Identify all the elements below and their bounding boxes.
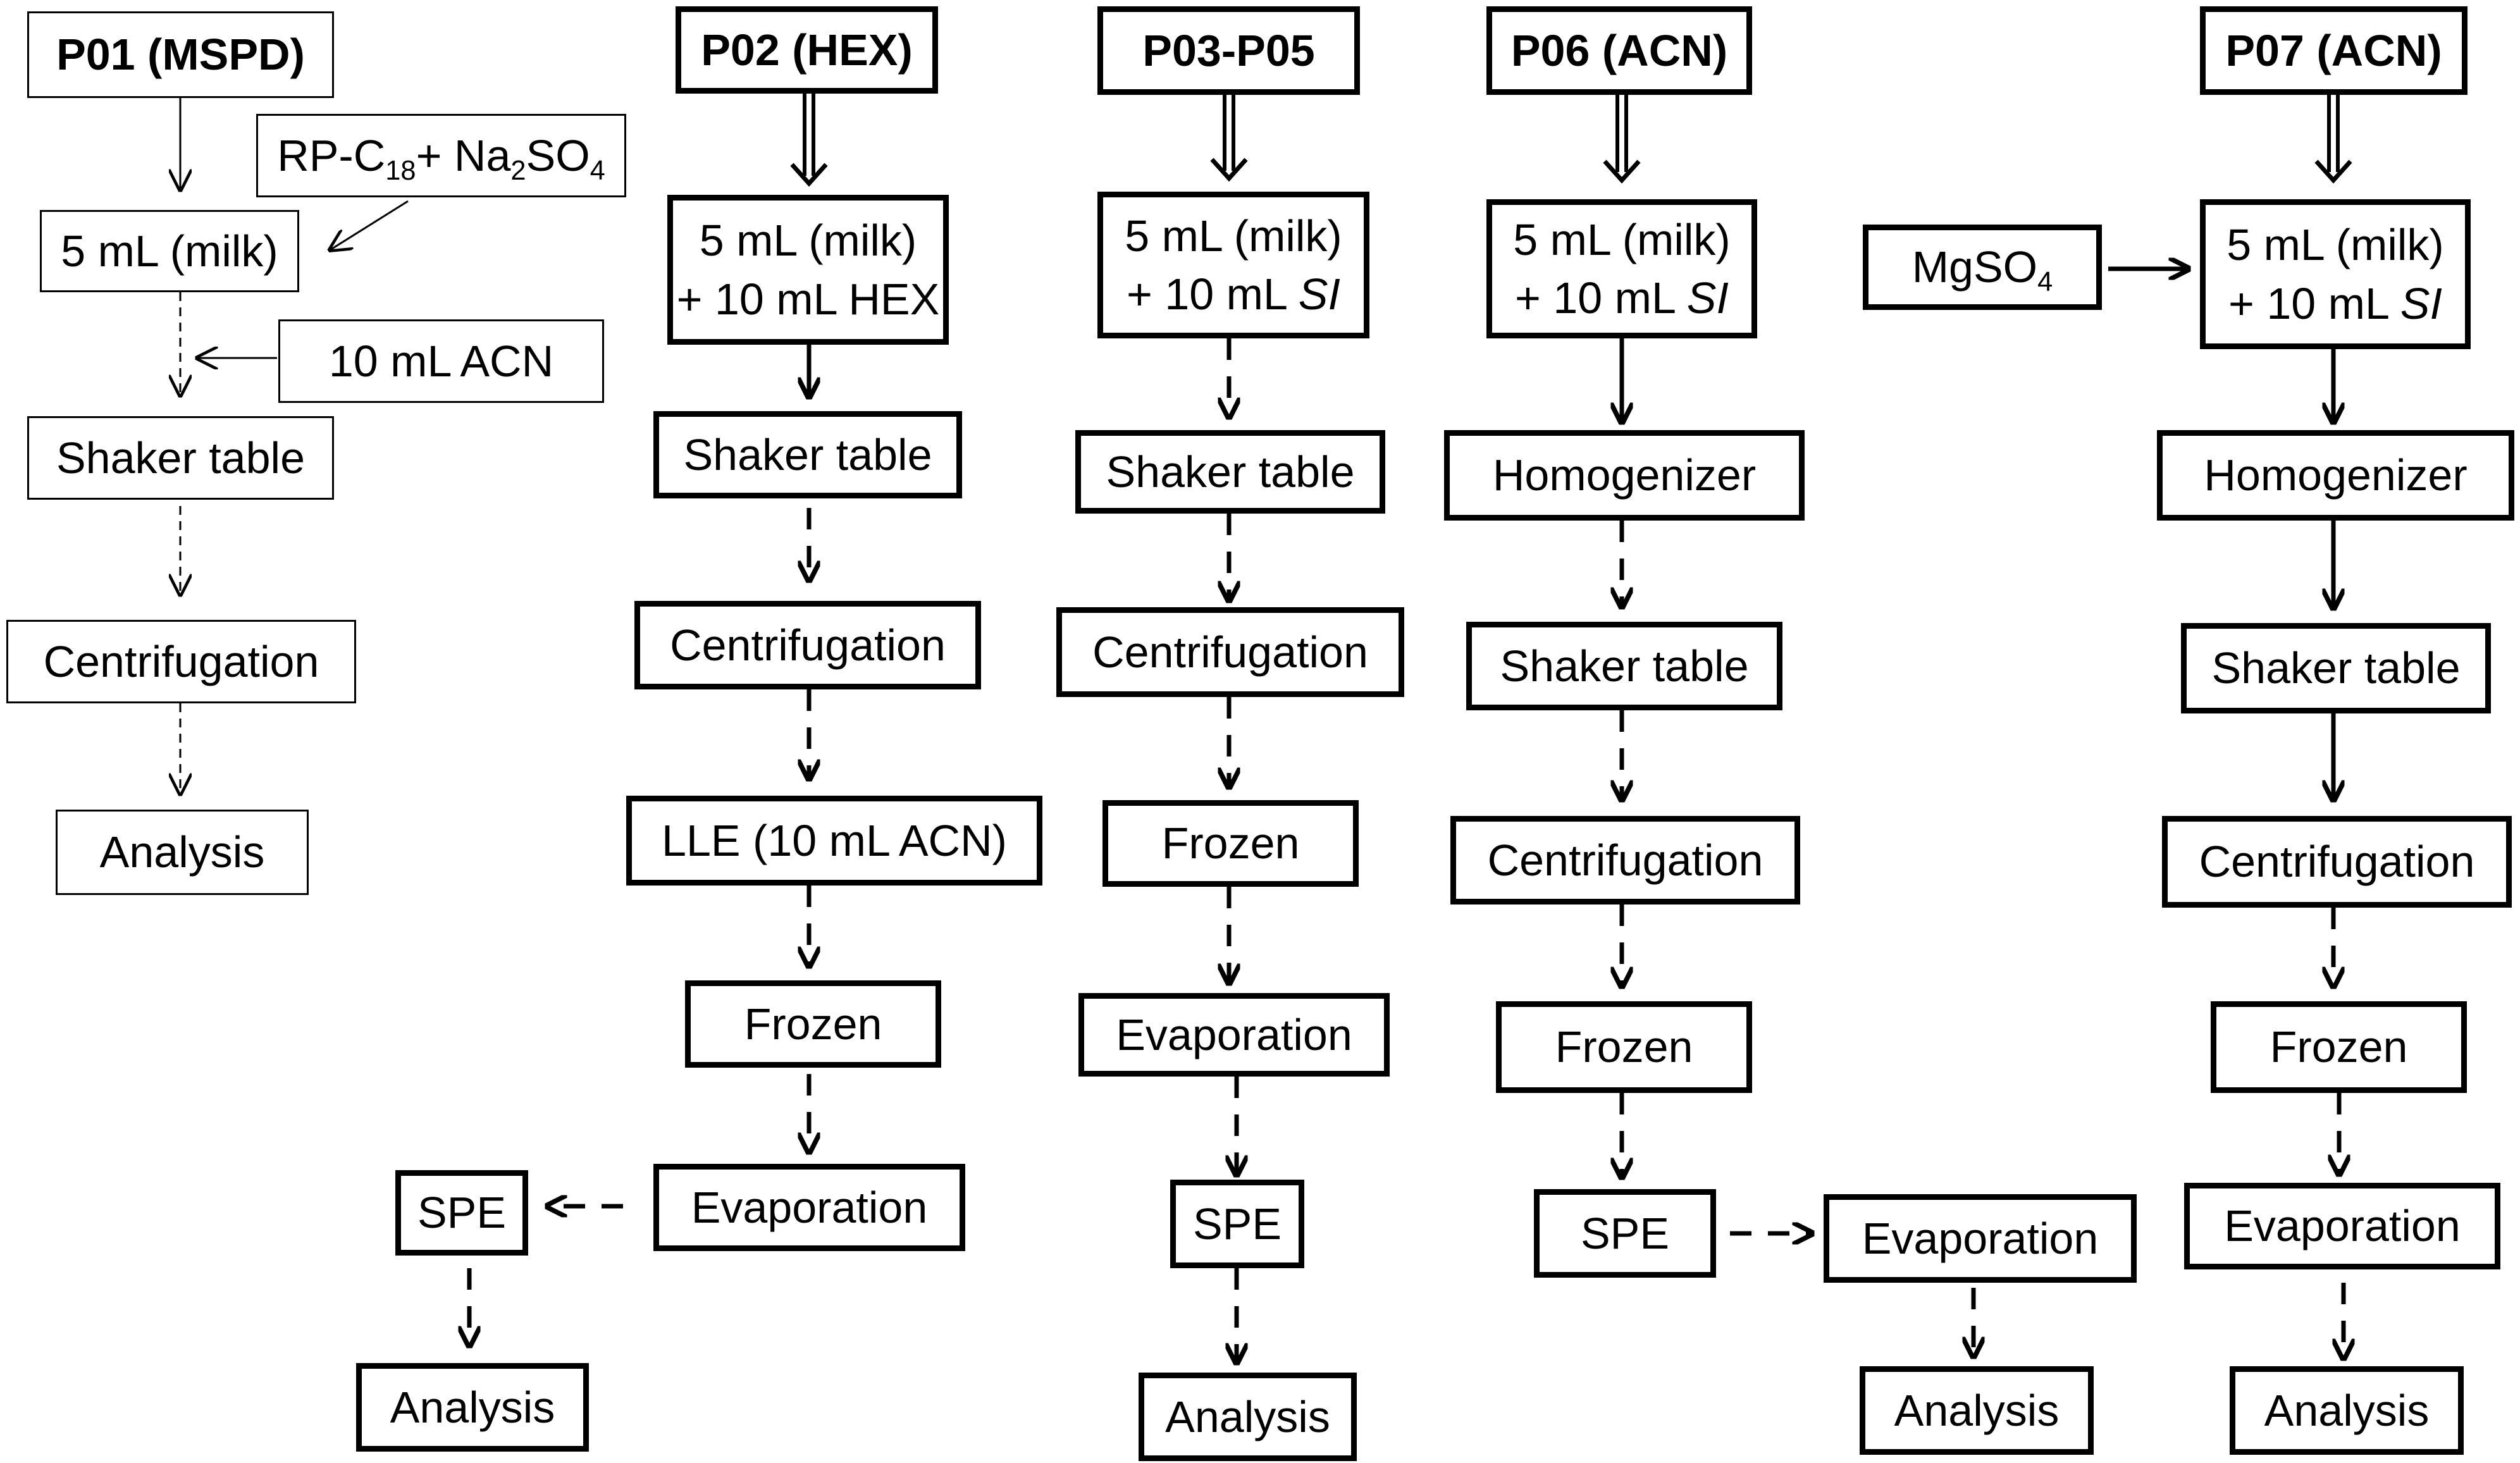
p01-shaker-table-box: Shaker table xyxy=(27,416,334,500)
p03-evaporation-label: Evaporation xyxy=(1116,1009,1352,1059)
p03-shaker-table-box: Shaker table xyxy=(1075,430,1385,514)
p02-analysis-box: Analysis xyxy=(356,1363,589,1452)
p06-homogenizer-label: Homogenizer xyxy=(1492,450,1757,500)
p06-homogenizer-box: Homogenizer xyxy=(1444,430,1805,521)
p06-frozen-box: Frozen xyxy=(1496,1001,1752,1093)
p02-spe-label: SPE xyxy=(417,1188,507,1238)
p06-spe-box: SPE xyxy=(1534,1189,1716,1278)
p06-frozen-label: Frozen xyxy=(1555,1022,1693,1072)
p01-header-label: P01 (MSPD) xyxy=(56,30,305,80)
p07-centrifugation-label: Centrifugation xyxy=(2199,837,2475,887)
p07-header: P07 (ACN) xyxy=(2200,6,2468,95)
p07-frozen-box: Frozen xyxy=(2211,1001,2467,1093)
p07-evaporation-label: Evaporation xyxy=(2224,1201,2461,1251)
p07-shaker-table-label: Shaker table xyxy=(2211,643,2461,693)
p02-lle-label: LLE (10 mL ACN) xyxy=(662,815,1007,865)
p02-frozen-box: Frozen xyxy=(685,980,941,1068)
p06-header: P06 (ACN) xyxy=(1486,6,1752,95)
p02-header-label: P02 (HEX) xyxy=(701,25,913,75)
p06-sample-box: 5 mL (milk)+ 10 mL SI xyxy=(1486,199,1757,338)
p02-frozen-label: Frozen xyxy=(744,999,882,1049)
p06-shaker-table-box: Shaker table xyxy=(1466,622,1782,710)
p06-connectors xyxy=(1603,95,1973,1357)
p06-centrifugation-label: Centrifugation xyxy=(1487,835,1763,885)
p03-connectors xyxy=(1210,95,1248,1363)
p06-evaporation-label: Evaporation xyxy=(1862,1213,2099,1263)
p01-solvent-box: 10 mL ACN xyxy=(278,319,604,403)
p06-analysis-label: Analysis xyxy=(1894,1385,2060,1435)
p03-frozen-box: Frozen xyxy=(1102,800,1359,887)
p07-homogenizer-box: Homogenizer xyxy=(2157,430,2514,521)
p02-sample-box: 5 mL (milk)+ 10 mL HEX xyxy=(667,195,949,345)
p03-analysis-label: Analysis xyxy=(1165,1392,1330,1441)
p07-salt-label: MgSO4 xyxy=(1912,242,2053,298)
p02-centrifugation-label: Centrifugation xyxy=(670,620,946,670)
p01-centrifugation-label: Centrifugation xyxy=(43,636,319,686)
p01-reagent-label: RP-C18+ Na2SO4 xyxy=(277,130,605,186)
p02-evaporation-box: Evaporation xyxy=(653,1164,965,1251)
p06-evaporation-box: Evaporation xyxy=(1824,1194,2137,1283)
p03-sample-label: 5 mL (milk)+ 10 mL SI xyxy=(1125,211,1342,319)
p03-centrifugation-box: Centrifugation xyxy=(1056,607,1404,697)
p02-shaker-table-box: Shaker table xyxy=(653,411,962,498)
p02-shaker-table-label: Shaker table xyxy=(683,429,932,479)
p02-header: P02 (HEX) xyxy=(676,6,938,94)
p07-homogenizer-label: Homogenizer xyxy=(2204,450,2468,500)
p01-centrifugation-box: Centrifugation xyxy=(6,620,356,703)
p01-analysis-label: Analysis xyxy=(99,827,265,877)
p06-centrifugation-box: Centrifugation xyxy=(1450,816,1800,904)
p02-lle-box: LLE (10 mL ACN) xyxy=(626,796,1042,886)
p07-frozen-label: Frozen xyxy=(2270,1022,2408,1072)
p07-centrifugation-box: Centrifugation xyxy=(2162,816,2512,908)
p02-centrifugation-box: Centrifugation xyxy=(634,601,981,689)
p01-sample-box: 5 mL (milk) xyxy=(40,210,299,292)
p03-analysis-box: Analysis xyxy=(1139,1373,1357,1461)
p07-connectors xyxy=(2108,95,2350,1359)
p06-spe-label: SPE xyxy=(1580,1208,1670,1258)
p02-sample-label: 5 mL (milk)+ 10 mL HEX xyxy=(676,216,940,324)
p03-shaker-table-label: Shaker table xyxy=(1106,447,1355,497)
p06-header-label: P06 (ACN) xyxy=(1510,25,1728,75)
p03-evaporation-box: Evaporation xyxy=(1078,993,1390,1077)
p07-sample-box: 5 mL (milk)+ 10 mL SI xyxy=(2200,199,2471,349)
p01-solvent-label: 10 mL ACN xyxy=(328,336,554,386)
p07-evaporation-box: Evaporation xyxy=(2184,1183,2500,1269)
p03-spe-label: SPE xyxy=(1192,1199,1282,1249)
p07-salt-box: MgSO4 xyxy=(1863,225,2102,310)
p02-analysis-label: Analysis xyxy=(390,1382,555,1432)
p01-reagent-box: RP-C18+ Na2SO4 xyxy=(256,114,626,197)
p03-frozen-label: Frozen xyxy=(1161,818,1300,868)
p01-sample-label: 5 mL (milk) xyxy=(61,226,278,276)
p06-shaker-table-label: Shaker table xyxy=(1500,641,1749,691)
p03-header: P03-P05 xyxy=(1097,6,1360,95)
p06-sample-label: 5 mL (milk)+ 10 mL SI xyxy=(1513,214,1731,323)
p01-shaker-table-label: Shaker table xyxy=(56,433,306,483)
p03-header-label: P03-P05 xyxy=(1142,25,1315,75)
p07-analysis-box: Analysis xyxy=(2230,1366,2464,1455)
p07-analysis-label: Analysis xyxy=(2264,1385,2430,1435)
p06-analysis-box: Analysis xyxy=(1860,1366,2094,1455)
p03-spe-box: SPE xyxy=(1170,1180,1304,1268)
p07-sample-label: 5 mL (milk)+ 10 mL SI xyxy=(2227,220,2444,328)
p02-spe-box: SPE xyxy=(395,1170,528,1256)
p01-header: P01 (MSPD) xyxy=(27,11,334,98)
p07-shaker-table-box: Shaker table xyxy=(2181,623,2491,713)
p03-sample-box: 5 mL (milk)+ 10 mL SI xyxy=(1097,192,1369,338)
p02-evaporation-label: Evaporation xyxy=(691,1182,928,1232)
p03-centrifugation-label: Centrifugation xyxy=(1092,627,1368,677)
p01-analysis-box: Analysis xyxy=(56,810,309,895)
p07-header-label: P07 (ACN) xyxy=(2225,25,2442,75)
p02-connectors xyxy=(469,94,828,1346)
